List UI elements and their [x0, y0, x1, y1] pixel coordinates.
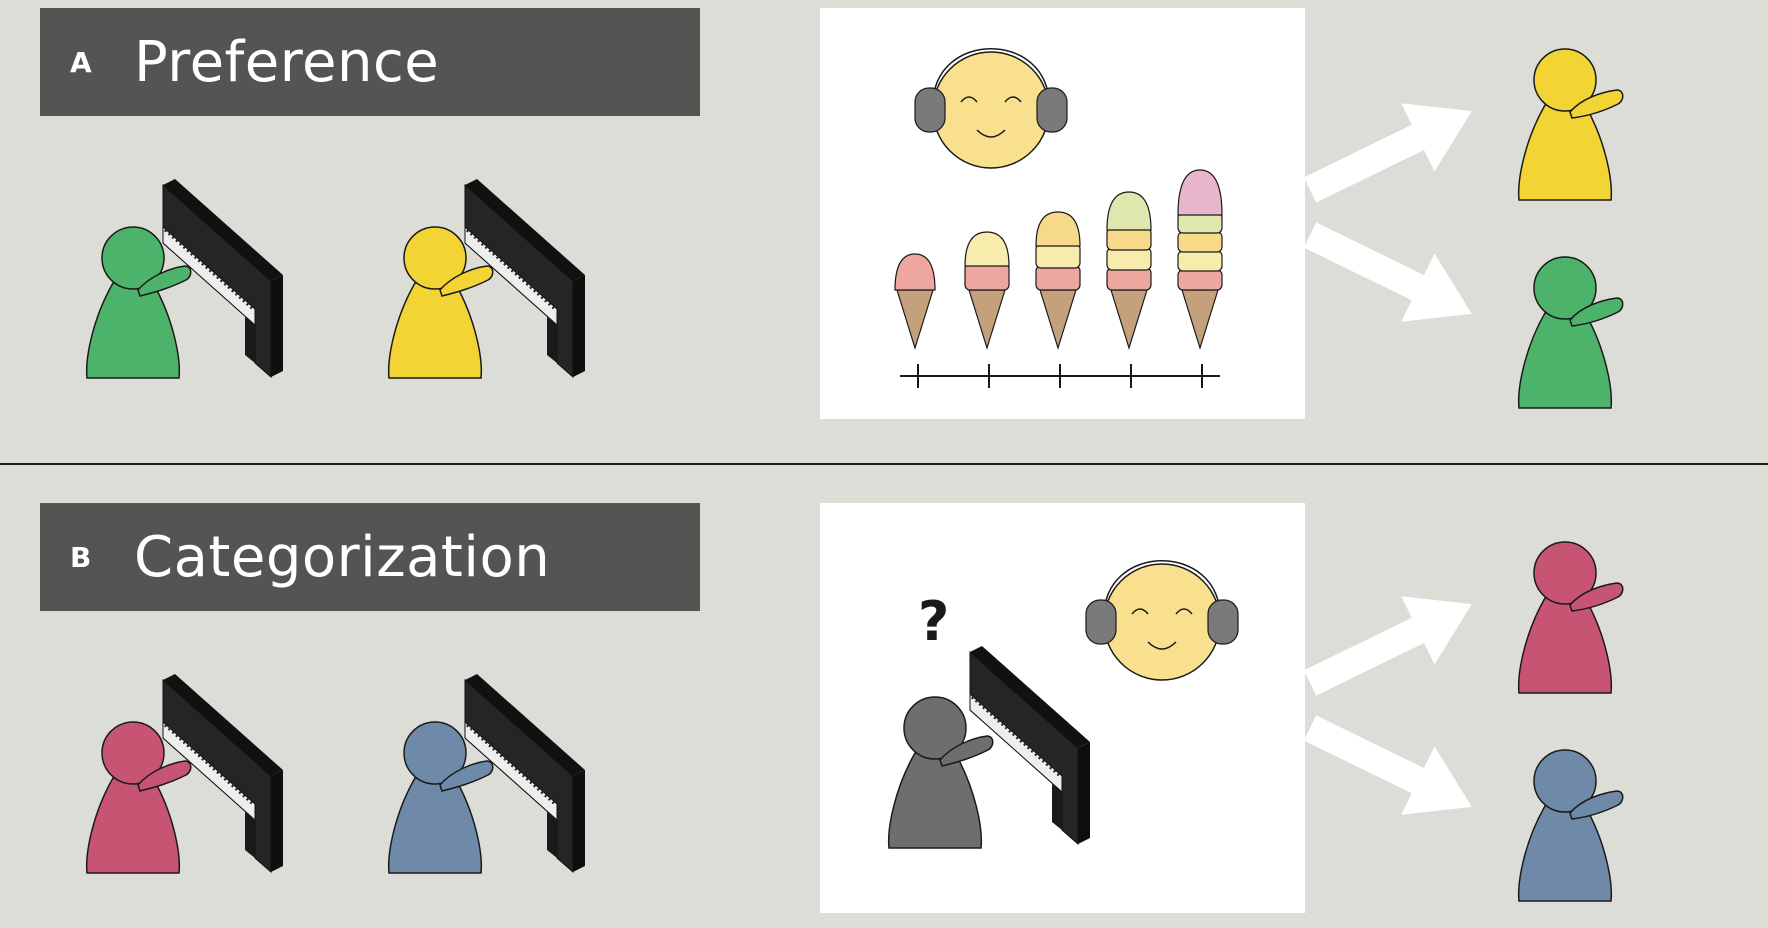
panel-b-task-box [820, 503, 1305, 913]
panel-b-header: B Categorization [40, 503, 700, 611]
pawn-arm [137, 760, 192, 792]
pawn-arm [439, 265, 494, 297]
panel-a-letter: A [70, 45, 92, 79]
panel-b-unknown-pianist [887, 644, 1092, 849]
pawn-arm [137, 265, 192, 297]
panel-b-pianist-blue [387, 672, 587, 874]
ice-cream-icon [1177, 169, 1223, 351]
ice-cream-icon [964, 231, 1010, 351]
panel-b-output-pawns [1517, 541, 1624, 902]
ice-cream-scale [894, 169, 1223, 388]
panel-b-title: Categorization [134, 524, 551, 590]
ice-cream-icon [1035, 211, 1081, 351]
pawn-arm [939, 735, 994, 767]
panel-b-letter: B [70, 540, 92, 574]
panel-a-title: Preference [134, 29, 440, 95]
ice-cream-icon [894, 253, 936, 351]
pawn-arm [1569, 790, 1624, 820]
pawn-arm [1569, 582, 1624, 612]
pawn-arm [1569, 89, 1624, 119]
ice-cream-icon [1106, 191, 1152, 351]
rating-scale-icon [900, 364, 1220, 388]
panel-b-pianist-red [85, 672, 285, 874]
pawn-arm [439, 760, 494, 792]
panel-a-pianist-green [85, 177, 285, 379]
panel-a-header: A Preference [40, 8, 700, 116]
panel-a-pianist-yellow [387, 177, 587, 379]
panel-a-output-pawns [1517, 48, 1624, 409]
pawn-arm [1569, 297, 1624, 327]
question-mark: ? [918, 590, 950, 653]
